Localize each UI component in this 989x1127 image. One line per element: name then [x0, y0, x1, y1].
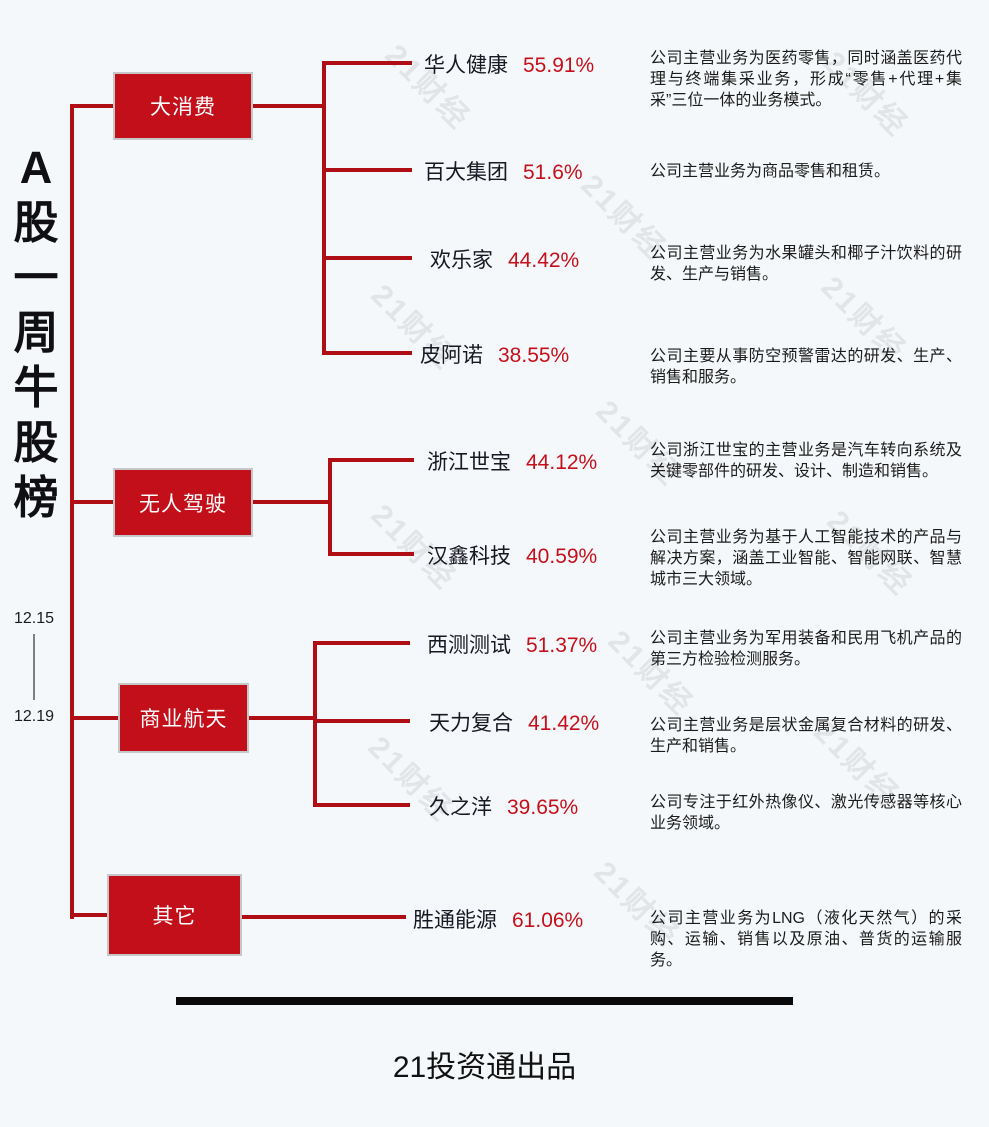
- tree-connector: [70, 913, 109, 917]
- tree-connector: [253, 104, 322, 108]
- stock-description: 公司浙江世宝的主营业务是汽车转向系统及关键零部件的研发、设计、制造和销售。: [650, 442, 962, 480]
- stock-percent: 51.6%: [523, 161, 583, 184]
- stock-description: 公司主营业务为军用装备和民用飞机产品的第三方检验检测服务。: [650, 630, 962, 668]
- tree-connector: [313, 803, 410, 807]
- stock-row: 浙江世宝 44.12%: [427, 446, 597, 476]
- stock-row: 欢乐家 44.42%: [430, 244, 579, 274]
- stock-name: 胜通能源: [413, 909, 497, 932]
- stock-row: 久之洋 39.65%: [429, 791, 578, 821]
- stock-percent: 51.37%: [526, 634, 598, 657]
- stock-percent: 41.42%: [528, 712, 600, 735]
- tree-connector: [70, 500, 115, 504]
- date-start: 12.15: [13, 610, 55, 627]
- stock-name: 天力复合: [429, 712, 513, 735]
- stock-percent: 44.42%: [508, 249, 580, 272]
- tree-connector: [70, 716, 120, 720]
- tree-connector: [322, 256, 412, 260]
- tree-branch-line: [328, 458, 332, 556]
- stock-name: 皮阿诺: [420, 344, 483, 367]
- date-range: 12.15 12.19: [6, 610, 62, 726]
- stock-percent: 39.65%: [507, 796, 579, 819]
- stock-description: 公司主营业务为商品零售和租赁。: [650, 163, 891, 180]
- stock-description: 公司主营业务为水果罐头和椰子汁饮料的研发、生产与销售。: [650, 245, 962, 283]
- stock-percent: 44.12%: [526, 451, 598, 474]
- stock-percent: 38.55%: [498, 344, 570, 367]
- stock-description: 公司主营业务为医药零售，同时涵盖医药代理与终端集采业务，形成“零售+代理+集采”…: [650, 50, 962, 109]
- stock-name: 华人健康: [424, 54, 508, 77]
- tree-connector: [328, 552, 414, 556]
- tree-connector: [70, 104, 115, 108]
- stock-row: 华人健康 55.91%: [424, 49, 594, 79]
- category-box-driverless: 无人驾驶: [113, 468, 253, 537]
- category-box-consumer: 大消费: [113, 72, 253, 140]
- tree-branch-line: [313, 641, 317, 807]
- stock-row: 天力复合 41.42%: [429, 707, 599, 737]
- stock-row: 百大集团 51.6%: [424, 156, 583, 186]
- tree-connector: [253, 500, 328, 504]
- stock-name: 久之洋: [429, 796, 492, 819]
- tree-connector: [242, 915, 406, 919]
- stock-percent: 61.06%: [512, 909, 584, 932]
- page-title: A股一周牛股榜: [13, 142, 59, 523]
- stock-name: 百大集团: [424, 161, 508, 184]
- tree-connector: [322, 351, 412, 355]
- date-end: 12.19: [13, 708, 55, 725]
- stock-name: 汉鑫科技: [427, 545, 511, 568]
- tree-connector: [322, 61, 412, 65]
- tree-connector: [328, 458, 414, 462]
- stock-percent: 55.91%: [523, 54, 595, 77]
- tree-connector: [313, 719, 410, 723]
- stock-row: 汉鑫科技 40.59%: [427, 540, 597, 570]
- stock-row: 皮阿诺 38.55%: [420, 339, 569, 369]
- stock-description: 公司专注于红外热像仪、激光传感器等核心业务领域。: [650, 794, 962, 832]
- category-box-other: 其它: [107, 874, 242, 956]
- stock-description: 公司主要从事防空预警雷达的研发、生产、销售和服务。: [650, 348, 962, 386]
- stock-name: 西测测试: [427, 634, 511, 657]
- stock-name: 浙江世宝: [427, 451, 511, 474]
- tree-connector: [313, 641, 410, 645]
- stock-name: 欢乐家: [430, 249, 493, 272]
- stock-row: 西测测试 51.37%: [427, 629, 597, 659]
- stock-row: 胜通能源 61.06%: [413, 904, 583, 934]
- category-box-aerospace: 商业航天: [118, 683, 249, 753]
- tree-connector: [249, 716, 313, 720]
- tree-connector: [322, 168, 412, 172]
- tree-trunk-line: [70, 104, 74, 919]
- stock-percent: 40.59%: [526, 545, 598, 568]
- stock-description: 公司主营业务为LNG（液化天然气）的采购、运输、销售以及原油、普货的运输服务。: [650, 910, 962, 969]
- tree-branch-line: [322, 61, 326, 355]
- footer-divider-bar: [176, 997, 793, 1005]
- stock-description: 公司主营业务是层状金属复合材料的研发、生产和销售。: [650, 717, 962, 755]
- footer-brand: 21投资通出品: [392, 1051, 577, 1084]
- stock-description: 公司主营业务为基于人工智能技术的产品与解决方案，涵盖工业智能、智能网联、智慧城市…: [650, 529, 962, 588]
- date-range-divider: [33, 634, 35, 700]
